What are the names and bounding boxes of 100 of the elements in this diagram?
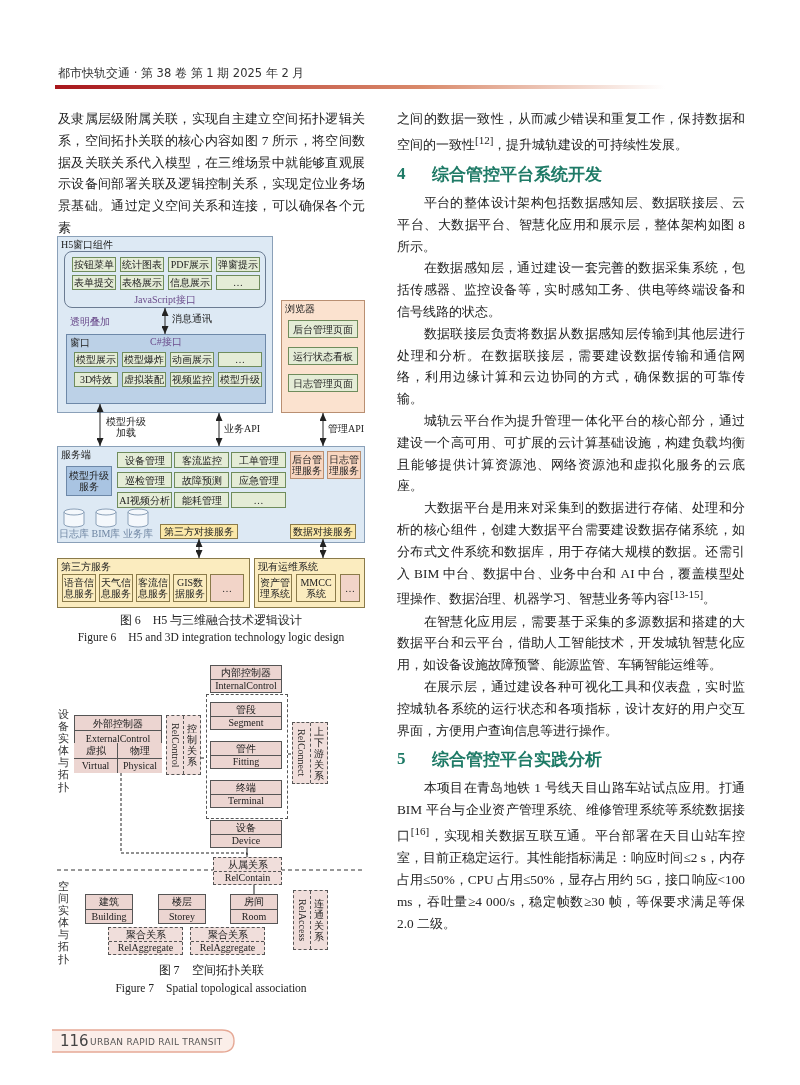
relation-label: 连通关系 [314, 898, 324, 942]
box-label: RelContain [214, 870, 281, 884]
journal-name: URBAN RAPID RAIL TRANSIT [90, 1037, 224, 1047]
entity-box [74, 715, 162, 773]
box-label: Segment [211, 715, 281, 729]
box-label: 聚合关系 [124, 928, 167, 941]
box-label: 弹窗提示 [218, 259, 258, 270]
box-label: 资产管理系统 [259, 577, 291, 599]
box-label: Fitting [211, 754, 281, 768]
panel-title: H5窗口组件 [61, 239, 114, 250]
box-label: Virtual [74, 757, 117, 773]
edge-label: 模型升级加载 [104, 416, 148, 438]
box-label: 管件 [235, 742, 257, 755]
double-arrow [319, 412, 327, 447]
double-arrow [215, 412, 223, 447]
box-label: 语音信息服务 [63, 577, 95, 599]
database-label: 日志库 [58, 528, 90, 539]
box-label: 统计图表 [122, 259, 162, 270]
box-label: 工单管理 [238, 454, 279, 466]
container-panel [281, 300, 365, 413]
module-box [160, 524, 238, 539]
box-label: InternalControl [211, 678, 281, 692]
box-label: MMCC系统 [299, 577, 333, 599]
box-label: … [233, 277, 243, 288]
entity-box [85, 894, 133, 924]
entity-box [108, 927, 183, 955]
relation-label: RelControl [169, 722, 181, 768]
relation-box [293, 890, 328, 950]
panel-note: 透明叠加 [70, 316, 110, 327]
box-label: Device [211, 833, 281, 847]
box-label: 天气信息服务 [100, 577, 132, 599]
edge-label: 消息通讯 [172, 313, 212, 324]
double-arrow [161, 307, 169, 335]
container-panel [254, 558, 365, 608]
box-label: 后台管理服务 [291, 454, 323, 476]
box-label: 日志管理服务 [328, 454, 360, 476]
entity-box [210, 780, 282, 808]
box-label: AI视频分析 [119, 494, 170, 506]
box-label: RelAggregate [191, 940, 264, 954]
panel-title: 第三方服务 [61, 561, 111, 572]
box-label: 日志管理页面 [293, 377, 353, 389]
box-label: 模型升级 [220, 374, 260, 385]
relation-label: RelAccess [296, 898, 308, 942]
interface-label: JavaScript接口 [133, 294, 197, 305]
module-box [117, 472, 172, 488]
database-label: 业务库 [122, 528, 154, 539]
module-box [231, 472, 286, 488]
entity-box [213, 857, 282, 885]
body-paragraph: 及隶属层级附属关联，实现自主建立空间拓扑逻辑关系，空间拓扑关联的核心内容如图 7 所示，将空间数据及关联关系代入模型，在三维场景中就能够直观展示设备间部署关联及逻辑控制关系，实现定位业务场景基础。通过定义空间关系和连接，可以确保各个元素 [58, 110, 365, 237]
body-paragraph: 城轨云平台作为提升管理一体化平台的核心部分，通过建设一个高可用、可扩展的云计算基础设施，构建负载均衡且能够提供计算资源池、网络资源池和虚拟化服务的云底座。 [397, 412, 745, 496]
entity-box [158, 894, 206, 924]
entity-box [74, 743, 118, 773]
entity-box [210, 741, 282, 769]
panel-title: 服务端 [61, 449, 91, 460]
double-arrow [319, 538, 327, 559]
box-label: Storey [159, 908, 205, 923]
running-header: 都市快轨交通 · 第 38 卷 第 1 期 2025 年 2 月 [58, 66, 306, 81]
connector-line [287, 753, 293, 755]
body-paragraph: 平台的整体设计架构包括数据感知层、数据联接层、云平台、大数据平台、智慧化应用和展示层，整体架构如图 8 所示。 [397, 194, 745, 256]
box-label: … [253, 494, 264, 506]
section-heading: 综合管控平台实践分析 [431, 748, 602, 771]
box-label: 视频监控 [172, 374, 212, 385]
component-group [64, 251, 266, 308]
box-label: 故障预测 [181, 474, 222, 486]
entity-box [190, 927, 265, 955]
box-label: 物理 [129, 743, 151, 758]
module-box [117, 452, 172, 468]
module-box [174, 492, 229, 508]
box-label: 动画展示 [172, 354, 212, 365]
relation-label: 上下游关系 [313, 725, 324, 781]
module-box [174, 452, 229, 468]
group-label: 设备实体与拓扑 [58, 708, 70, 793]
box-label: 聚合关系 [206, 928, 249, 941]
container-panel [66, 334, 266, 404]
box-label: Building [86, 908, 132, 923]
box-label: … [222, 582, 232, 594]
container-panel [57, 236, 273, 413]
relation-label: RelConnect [295, 729, 308, 777]
panel-title: 现有运维系统 [258, 561, 318, 572]
box-label: Physical [118, 757, 162, 773]
box-label: 第三方对接服务 [164, 526, 234, 537]
box-label: 管段 [235, 703, 257, 716]
box-label: 模型展示 [76, 354, 116, 365]
module-box [231, 492, 286, 508]
box-label: 模型爆炸 [124, 354, 164, 365]
box-label: 虚拟装配 [124, 374, 164, 385]
relation-box [166, 715, 201, 775]
box-label: 模型升级服务 [68, 470, 110, 492]
box-label: … [235, 354, 245, 365]
box-label: Room [231, 908, 277, 923]
box-label: 建筑 [98, 895, 120, 909]
connector-line [253, 884, 255, 895]
connector-line [200, 757, 207, 759]
figure-caption: Figure 6 H5 and 3D integration technology logic design [76, 630, 346, 645]
group-label: 空间实体与拓扑 [58, 880, 70, 965]
relation-label: 控制关系 [187, 723, 197, 767]
box-label: RelAggregate [109, 940, 182, 954]
box-label: 从属关系 [226, 858, 269, 871]
box-label: 客流监控 [181, 454, 222, 466]
entity-box [118, 743, 162, 773]
